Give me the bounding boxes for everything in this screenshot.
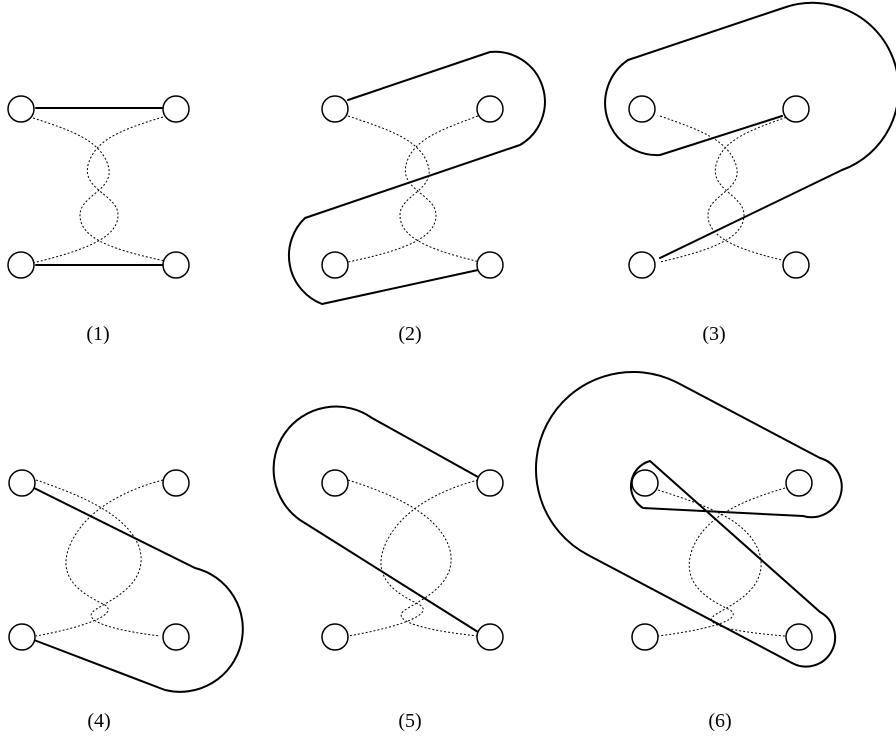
panel-4: (4) — [8, 469, 244, 732]
node-top-right — [162, 95, 190, 123]
panel-label: (5) — [398, 710, 421, 732]
node-bottom-right — [162, 251, 190, 279]
node-bottom-left — [631, 623, 659, 651]
dotted-strand-b — [347, 479, 479, 637]
panel-1: (1) — [7, 95, 190, 345]
node-bottom-right — [476, 623, 504, 651]
dotted-strand-b — [32, 116, 164, 264]
panel-2: (2) — [287, 50, 546, 345]
dotted-strand-b — [659, 115, 791, 263]
panel-label: (4) — [87, 710, 110, 732]
node-top-right — [476, 95, 504, 123]
node-top-left — [8, 469, 36, 497]
node-bottom-left — [321, 251, 349, 279]
node-top-right — [162, 469, 190, 497]
panel-6: (6) — [534, 370, 843, 732]
node-bottom-left — [628, 251, 656, 279]
dotted-strand-b — [657, 487, 786, 637]
dotted-strand-a — [347, 115, 481, 263]
dotted-strand-a — [347, 479, 479, 637]
node-bottom-right — [785, 623, 813, 651]
solid-loop — [287, 50, 546, 305]
node-top-left — [7, 95, 35, 123]
panel-5: (5) — [272, 405, 504, 732]
dotted-strand-b — [347, 115, 479, 263]
panel-label: (2) — [398, 323, 421, 345]
solid-outer-loop — [534, 370, 821, 664]
node-top-left — [628, 95, 656, 123]
node-bottom-right — [162, 623, 190, 651]
solid-loop — [272, 405, 479, 633]
node-bottom-left — [321, 623, 349, 651]
dotted-strand-a — [32, 117, 176, 264]
solid-loop — [604, 1, 896, 259]
node-bottom-right — [782, 251, 810, 279]
panel-label: (3) — [702, 323, 725, 345]
node-top-left — [321, 469, 349, 497]
panel-label: (1) — [86, 323, 109, 345]
dotted-strand-a — [659, 115, 791, 263]
dotted-strand-b — [35, 479, 164, 637]
node-top-right — [785, 469, 813, 497]
solid-loop — [33, 487, 244, 693]
panel-label: (6) — [708, 710, 731, 732]
node-top-left — [321, 95, 349, 123]
panel-3: (3) — [604, 1, 896, 345]
node-bottom-left — [7, 251, 35, 279]
node-bottom-right — [476, 251, 504, 279]
dotted-strand-a — [35, 479, 161, 637]
node-top-right — [476, 469, 504, 497]
node-top-left — [631, 469, 659, 497]
node-bottom-left — [8, 623, 36, 651]
node-top-right — [782, 95, 810, 123]
